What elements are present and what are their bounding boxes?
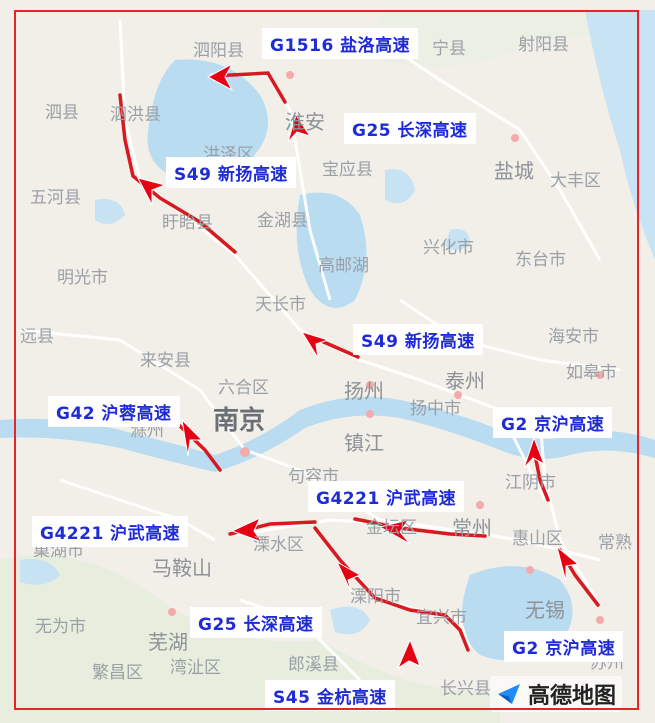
place-label: 盐城 <box>494 159 534 183</box>
place-label: 扬中市 <box>410 399 461 419</box>
place-label: 明光市 <box>57 268 108 288</box>
place-label: 马鞍山 <box>152 556 212 580</box>
arrow-g4221-east <box>378 519 411 545</box>
highway-label-g4221-west: G4221 沪武高速 <box>32 516 189 547</box>
highway-label-g25-south: G25 长深高速 <box>190 607 322 638</box>
place-label: 湾沚区 <box>170 658 221 678</box>
navigation-arrow-icon <box>498 684 520 704</box>
place-label: 六合区 <box>218 378 269 398</box>
place-label: 芜湖 <box>148 630 188 654</box>
arrow-s49-mid <box>300 331 330 359</box>
place-label: 宜兴市 <box>416 608 467 628</box>
highway-label-g4221-east: G4221 沪武高速 <box>308 481 465 512</box>
place-label: 常州 <box>452 516 492 540</box>
congestion-g1516 <box>211 71 287 104</box>
highway-label-g42: G42 沪蓉高速 <box>48 396 180 427</box>
place-label: 扬州 <box>344 379 384 403</box>
highway-label-g2-south: G2 京沪高速 <box>504 631 624 662</box>
arrow-s45 <box>396 638 421 670</box>
arrow-g2-north <box>523 436 545 469</box>
arrow-g4221-west <box>230 516 264 544</box>
place-label: 繁昌区 <box>92 663 143 683</box>
congestion-g25-south <box>313 526 470 652</box>
highway-label-s45: S45 金杭高速 <box>265 680 395 711</box>
place-label: 无为市 <box>35 617 86 637</box>
place-label: 长兴县 <box>440 679 491 699</box>
place-label: 常熟 <box>598 533 632 553</box>
amap-logo: 高德地图 <box>490 676 623 712</box>
highway-label-g25-north: G25 长深高速 <box>344 113 476 144</box>
place-label: 高邮湖 <box>318 256 369 276</box>
place-label: 五河县 <box>30 188 81 208</box>
highway-label-g1516: G1516 盐洛高速 <box>262 28 419 59</box>
place-label: 盱眙县 <box>162 213 213 233</box>
place-label: 宁县 <box>432 39 466 59</box>
place-label: 南京 <box>213 406 266 436</box>
arrow-g25-south <box>335 560 362 595</box>
place-label: 天长市 <box>255 295 306 315</box>
place-label: 无锡 <box>525 598 565 622</box>
place-label: 淮安 <box>285 110 325 134</box>
place-label: 泗县 <box>45 103 79 123</box>
place-label: 海安市 <box>548 327 599 347</box>
arrow-g25-north <box>287 113 312 143</box>
place-label: 泗洪县 <box>110 105 161 125</box>
arrow-g1516 <box>206 62 234 92</box>
place-label: 宝应县 <box>322 160 373 180</box>
place-label: 泗阳县 <box>193 41 244 61</box>
place-label: 兴化市 <box>423 238 474 258</box>
place-label: 如皋市 <box>566 363 617 383</box>
congestion-g2-north <box>533 453 550 502</box>
place-label: 远县 <box>20 327 54 347</box>
logo-text: 高德地图 <box>528 684 617 709</box>
arrow-s49-west <box>137 177 167 206</box>
place-label: 东台市 <box>515 250 566 270</box>
place-label: 金湖县 <box>257 211 308 231</box>
place-label: 金坛区 <box>366 518 417 538</box>
place-label: 泰州 <box>445 369 485 393</box>
arrow-g2-south <box>556 545 580 583</box>
highway-label-s49-mid: S49 新扬高速 <box>353 324 483 355</box>
place-label: 来安县 <box>140 351 191 371</box>
place-label: 郎溪县 <box>288 655 339 675</box>
place-label: 惠山区 <box>512 529 563 549</box>
highway-label-s49-west: S49 新扬高速 <box>166 157 296 188</box>
place-label: 江阴市 <box>505 473 556 493</box>
highway-label-g2-north: G2 京沪高速 <box>493 407 613 438</box>
place-label: 镇江 <box>344 431 384 455</box>
arrow-g42 <box>181 418 204 457</box>
place-label: 射阳县 <box>518 35 569 55</box>
place-label: 大丰区 <box>550 171 601 191</box>
place-label: 溧阳市 <box>350 587 401 607</box>
place-label: 溧水区 <box>253 535 304 555</box>
